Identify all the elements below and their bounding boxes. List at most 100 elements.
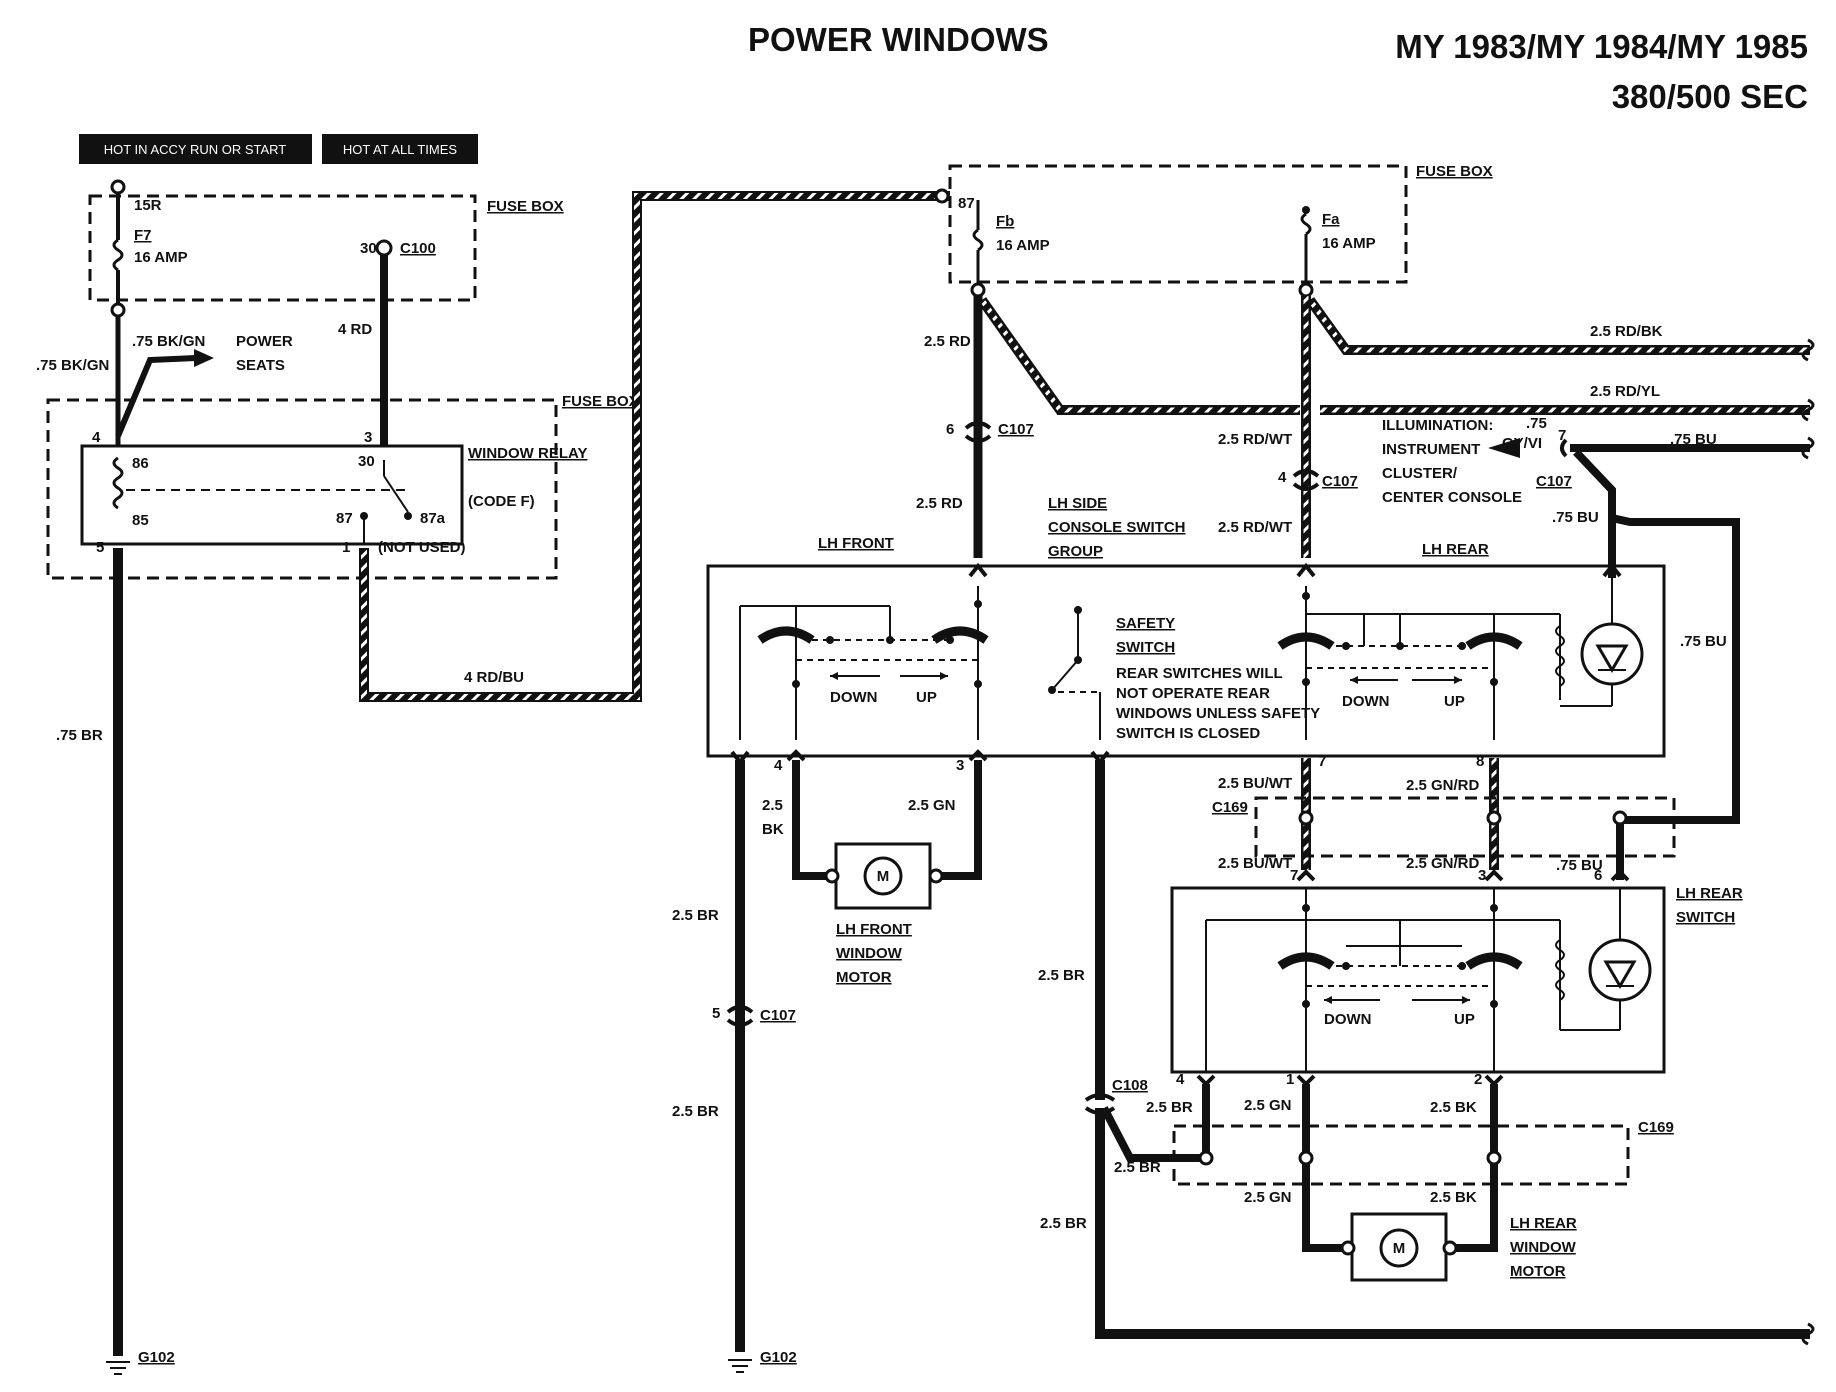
safety-switch-icon (1048, 606, 1101, 740)
window-relay-label: WINDOW RELAY (468, 445, 587, 462)
relay-pin-85: 85 (132, 512, 149, 529)
svg-text:M: M (1393, 1240, 1406, 1257)
wire-25br-bus (1095, 1108, 1810, 1339)
lh-rear-motor-label-1: LH REAR (1510, 1215, 1577, 1232)
wire-label-25bk-front-1: 2.5 (762, 797, 783, 814)
fuse-f7-label: F7 (134, 227, 152, 244)
connector-c107-b: C107 (1322, 473, 1358, 490)
lh-front-label: LH FRONT (818, 535, 894, 552)
lh-rear-down-label: DOWN (1342, 693, 1390, 710)
relay-pin-87: 87 (336, 510, 353, 527)
wire-label-25br-rear-c: 2.5 BR (1040, 1215, 1087, 1232)
lh-rear-console-switch-icon (1277, 578, 1644, 740)
svg-text:M: M (877, 868, 890, 885)
connector-c107-c: C107 (1536, 473, 1572, 490)
hot-at-all-times-tag: HOT AT ALL TIMES (322, 134, 478, 164)
fuse-box-left-label: FUSE BOX (487, 198, 564, 215)
connector-c169-top-label: C169 (1212, 799, 1248, 816)
wire-25bk-front (792, 760, 826, 880)
wire-label-75bu-b: .75 BU (1552, 509, 1599, 526)
wire-label-75: .75 (1526, 415, 1547, 432)
fuse-fa-amp: 16 AMP (1322, 235, 1376, 252)
lh-front-motor-label-3: MOTOR (836, 969, 892, 986)
wire-label-25rd-b: 2.5 RD (916, 495, 963, 512)
svg-text:HOT IN ACCY RUN OR START: HOT IN ACCY RUN OR START (104, 142, 287, 157)
wire-label-4rd: 4 RD (338, 321, 372, 338)
connector-c169-bottom-label: C169 (1638, 1119, 1674, 1136)
wire-label-25bk-front-2: BK (762, 821, 784, 838)
wire-branch-fb (977, 297, 1300, 415)
wire-label-25rdyl: 2.5 RD/YL (1590, 383, 1660, 400)
ground-g102-right: G102 (760, 1349, 797, 1366)
wire-label-25rd: 2.5 RD (924, 333, 971, 350)
illumination-label-2: INSTRUMENT (1382, 441, 1480, 458)
wire-label-75bu-rear: .75 BU (1556, 857, 1603, 874)
fuse-box-left (88, 194, 477, 302)
wire-label-25br-front-a: 2.5 BR (672, 907, 719, 924)
wire-label-25gnrd-a: 2.5 GN/RD (1406, 777, 1480, 794)
wire-power-seats (115, 355, 197, 438)
wire-label-25buwt-a: 2.5 BU/WT (1218, 775, 1292, 792)
lh-front-switch-icon (739, 586, 989, 740)
relay-pin-87a: 87a (420, 510, 446, 527)
fuse-fb-amp: 16 AMP (996, 237, 1050, 254)
connector-c107-d-icon (726, 1005, 754, 1014)
fuse-fa-label: Fa (1322, 211, 1340, 228)
ground-g102-left-icon (106, 1361, 130, 1375)
lh-front-motor-icon (863, 856, 903, 896)
lh-rear-motor-label-3: MOTOR (1510, 1263, 1566, 1280)
wire-label-25bk-rear-b: 2.5 BK (1430, 1189, 1477, 1206)
wire-label-4rdbu: 4 RD/BU (464, 669, 524, 686)
wire-label-25br-front-b: 2.5 BR (672, 1103, 719, 1120)
connector-c100: C100 (400, 240, 436, 257)
terminal-c100 (375, 239, 393, 257)
wire-label-25br-rear-a: 2.5 BR (1146, 1099, 1193, 1116)
lh-rear-switch-internals-icon (1205, 888, 1652, 1072)
lh-rear-label: LH REAR (1422, 541, 1489, 558)
relay-not-used: (NOT USED) (378, 539, 466, 556)
wire-label-25bk-rear-a: 2.5 BK (1430, 1099, 1477, 1116)
rear-pin-2: 2 (1474, 1071, 1482, 1088)
rear-pin-3: 3 (1478, 867, 1486, 884)
fuse-fb-icon (972, 228, 984, 252)
relay-pin-1: 1 (342, 539, 350, 556)
power-seats-label-1: POWER (236, 333, 293, 350)
arrow-power-seats-icon (194, 349, 214, 367)
fuse-f7-amp: 16 AMP (134, 249, 188, 266)
rear-pin-8: 8 (1476, 753, 1484, 770)
wire-label-75bu-c: .75 BU (1680, 633, 1727, 650)
relay-contact-icon (383, 475, 409, 513)
relay-pin-86: 86 (132, 455, 149, 472)
console-group-label-2: CONSOLE SWITCH (1048, 519, 1186, 536)
model-variants: 380/500 SEC (1612, 78, 1808, 115)
wire-label-25gn-rear-b: 2.5 GN (1244, 1189, 1292, 1206)
terminal-15r (110, 179, 126, 195)
lh-rear-switch-down: DOWN (1324, 1011, 1372, 1028)
lh-rear-switch-label-1: LH REAR (1676, 885, 1743, 902)
ground-g102-left: G102 (138, 1349, 175, 1366)
connector-c108-icon (1084, 1093, 1116, 1102)
fuse-fa-icon (1300, 212, 1312, 236)
relay-coil-icon (112, 456, 124, 510)
lh-front-motor-label-1: LH FRONT (836, 921, 912, 938)
wire-label-75bkgn-left: .75 BK/GN (36, 357, 109, 374)
console-group-label-1: LH SIDE (1048, 495, 1107, 512)
wire-75bu-lamp (1573, 449, 1740, 880)
wire-25rdbk (1305, 297, 1810, 355)
wire-label-25gnrd-b: 2.5 GN/RD (1406, 855, 1480, 872)
ground-g102-right-icon (728, 1359, 752, 1373)
wire-label-25gn-rear-a: 2.5 GN (1244, 1097, 1292, 1114)
connector-c107-d: C107 (760, 1007, 796, 1024)
front-motor-pin-4: 4 (774, 757, 783, 774)
fuse-box-relay-label: FUSE BOX (562, 393, 639, 410)
code-f-label: (CODE F) (468, 493, 535, 510)
illum-pin-7: 7 (1558, 427, 1566, 444)
wire-label-75bkgn: .75 BK/GN (132, 333, 205, 350)
wire-label-75bu-a: .75 BU (1670, 431, 1717, 448)
connector-c107-b-icon (1292, 469, 1320, 478)
fuse-box-top-label: FUSE BOX (1416, 163, 1493, 180)
fuse-f7-icon (112, 238, 124, 272)
lh-front-up-label: UP (916, 689, 937, 706)
hot-in-accy-tag: HOT IN ACCY RUN OR START (79, 134, 312, 164)
